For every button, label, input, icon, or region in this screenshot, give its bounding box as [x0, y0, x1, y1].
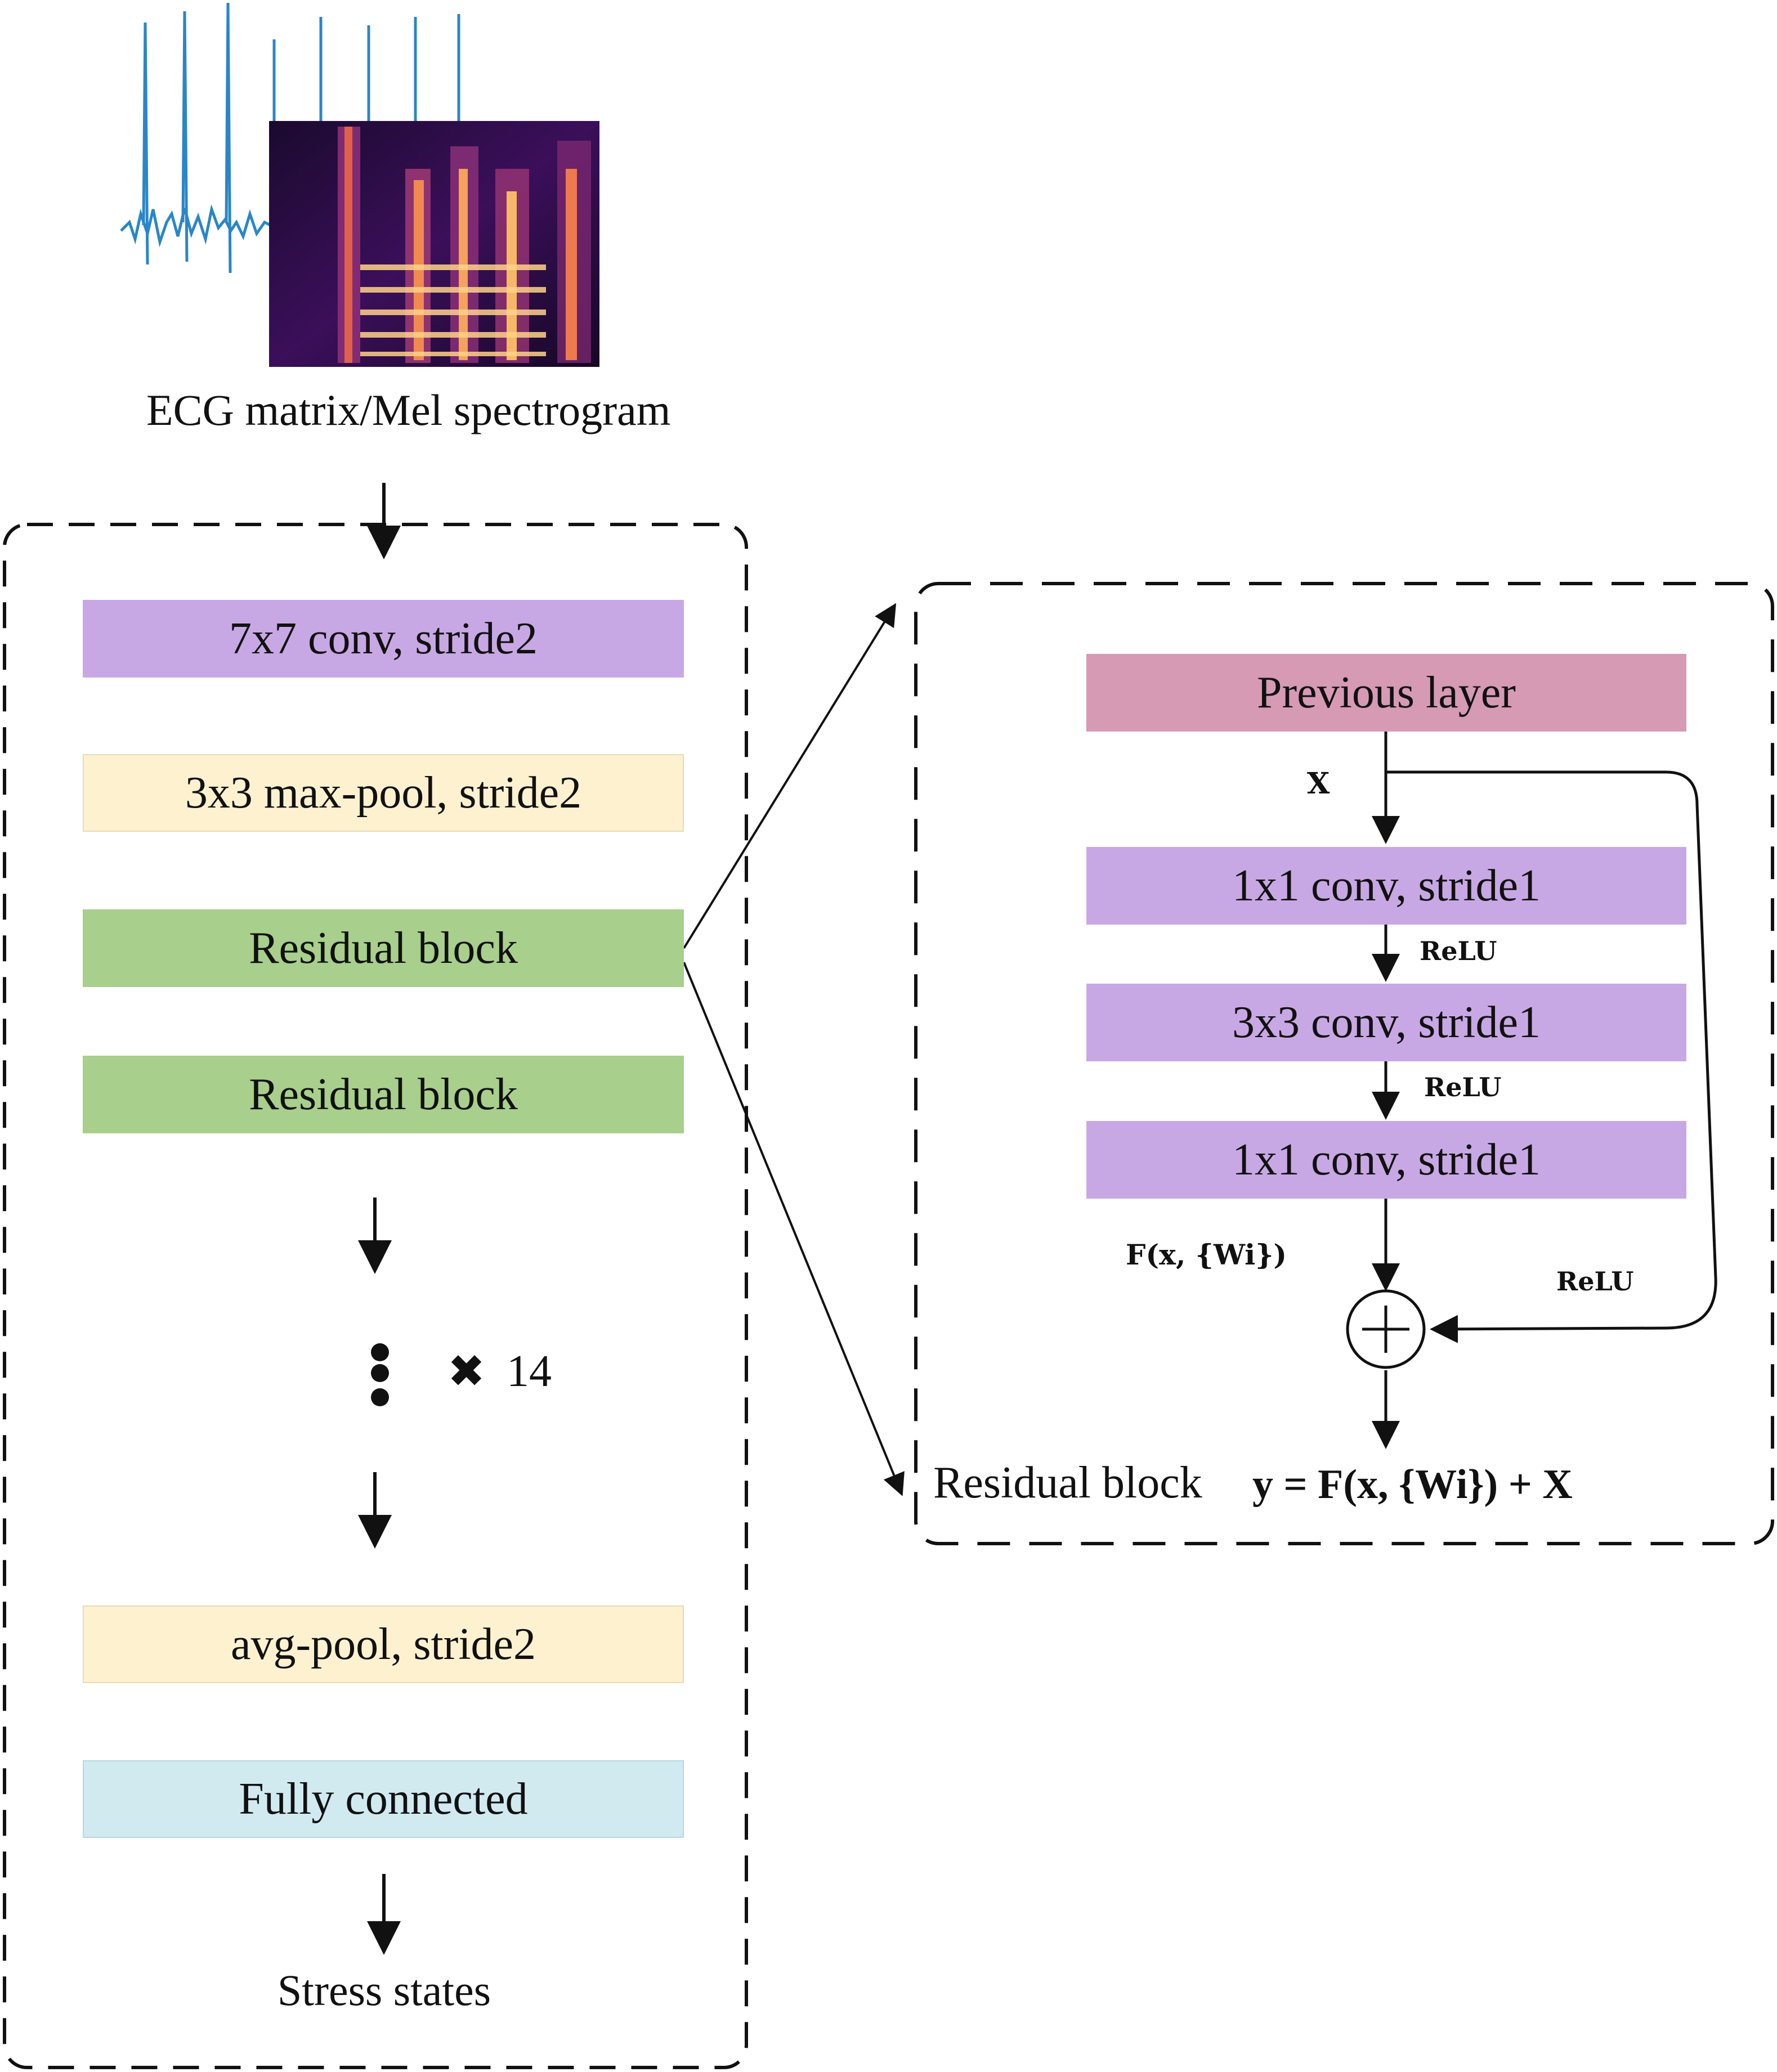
conv3x3-layer: 3x3 conv, stride1 [1086, 984, 1686, 1061]
zoom-line-top [683, 603, 897, 949]
spectrogram-image [269, 121, 599, 367]
layer-fully-connected: Fully connected [83, 1760, 684, 1838]
function-label: F(x, {Wi}) [1126, 1238, 1287, 1271]
ecg-waveform-icon [120, 2, 460, 273]
x-label: X [1307, 766, 1330, 801]
output-label: Stress states [277, 1966, 491, 2015]
layer-residual-block: Residual block [83, 1056, 684, 1133]
input-label: ECG matrix/Mel spectrogram [146, 385, 671, 434]
residual-detail-container [914, 582, 1774, 1545]
conv1x1-layer: 1x1 conv, stride1 [1086, 1121, 1686, 1199]
repeat-count: 14 [507, 1347, 552, 1396]
repeat-icon: ✖ [447, 1345, 486, 1397]
conv1x1-layer: 1x1 conv, stride1 [1086, 847, 1686, 925]
layer-avgpool: avg-pool, stride2 [83, 1605, 684, 1683]
layer-residual-block: Residual block [83, 909, 684, 987]
relu-label: ReLU [1556, 1266, 1634, 1297]
ellipsis-icon [371, 1343, 389, 1406]
residual-block-title: Residual block [933, 1458, 1202, 1508]
previous-layer: Previous layer [1086, 654, 1686, 732]
zoom-line-bottom [683, 962, 905, 1496]
layer-conv7x7: 7x7 conv, stride2 [83, 600, 684, 678]
relu-label: ReLU [1420, 936, 1497, 966]
relu-label: ReLU [1424, 1072, 1502, 1102]
add-node-icon [1346, 1289, 1426, 1369]
skip-connection-arrow [1386, 770, 1717, 1343]
network-container [3, 523, 748, 2069]
residual-equation: y = F(x, {Wi}) + X [1252, 1461, 1573, 1508]
layer-maxpool: 3x3 max-pool, stride2 [83, 754, 684, 832]
